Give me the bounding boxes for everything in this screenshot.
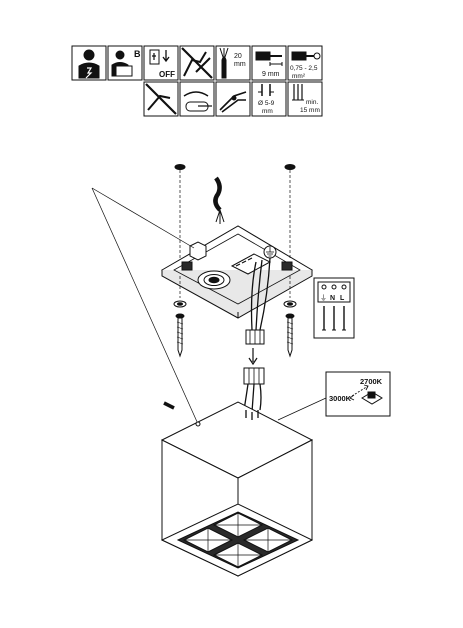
strip-length-icon: 9 mm [251, 45, 287, 81]
mounting-plate [160, 225, 313, 319]
screw-head-right [285, 313, 295, 319]
wire-length-value: 20 [234, 53, 242, 60]
leader-lines [91, 187, 199, 425]
power-off-icon: OFF [143, 45, 179, 81]
min-distance-value: 15 mm [300, 107, 320, 114]
wire-length-icon: 20 mm [215, 45, 251, 81]
color-temp-neutral: 3000K [329, 394, 352, 403]
color-temperature-inset: 2700K 3000K [277, 371, 391, 421]
instructions-book-icon: B [107, 45, 143, 81]
no-gloves-cleaning-icon [143, 81, 179, 117]
off-label: OFF [159, 70, 175, 79]
internal-wires [250, 257, 271, 331]
diffuser-cell-right [242, 527, 294, 553]
panel-b-letter: B [134, 49, 141, 59]
electrician-icon [71, 45, 107, 81]
no-live-work-icon [179, 45, 215, 81]
right-fixing-set [283, 164, 297, 358]
diffuser-cell-top [212, 512, 264, 538]
screw-head-left [175, 313, 185, 319]
connect-arrow-icon [248, 348, 258, 366]
switch-slider-icon [367, 391, 376, 399]
quick-connector [243, 329, 265, 413]
plate-post-right [281, 261, 293, 271]
terminal-neutral-label: N [330, 295, 335, 302]
cross-section-value: 0,75 - 2,5 [290, 65, 318, 72]
terminal-earth-label: ⏚ [320, 294, 327, 302]
wire-cross-section-icon: 0,75 - 2,5 mm² [287, 45, 323, 81]
diffuser-cell-bottom [212, 542, 264, 568]
ceiling-hole-left [174, 164, 186, 170]
plate-post-left [181, 261, 193, 271]
grub-screw [163, 401, 175, 410]
terminal-inset: ⏚ N L [313, 277, 355, 339]
ceiling-hole-right [284, 164, 296, 170]
min-distance-label: min. [306, 99, 318, 106]
left-fixing-set [173, 164, 187, 358]
pliers-icon [215, 81, 251, 117]
terminal-live-label: L [340, 295, 345, 302]
cable-tie-icon [179, 81, 215, 117]
cross-section-unit: mm² [292, 73, 306, 80]
cable-diameter-value: Ø 5-9 [258, 100, 275, 107]
min-distance-icon: min. 15 mm [287, 81, 323, 117]
color-temp-warm: 2700K [360, 377, 383, 386]
cable-diameter-unit: mm [262, 108, 273, 115]
strip-length-value: 9 mm [262, 71, 280, 78]
cable-diameter-icon: Ø 5-9 mm [251, 81, 287, 117]
safety-icon-strip: B OFF 20 mm 9 mm [71, 45, 323, 117]
diffuser-cell-left [182, 527, 234, 553]
mains-cable [213, 176, 225, 224]
lamp-diffuser-frame [176, 511, 300, 569]
lamp-cube [160, 401, 314, 577]
wire-length-unit: mm [234, 61, 246, 68]
